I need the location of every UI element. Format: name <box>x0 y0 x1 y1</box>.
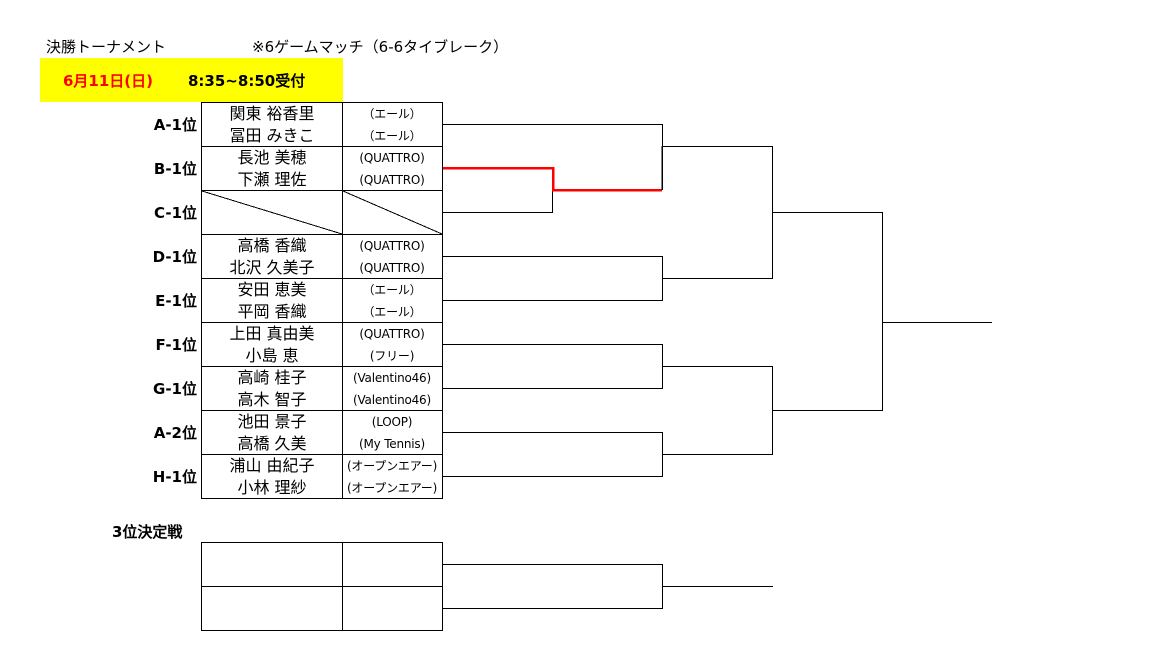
player-name: 下瀬 理佐 <box>237 170 307 189</box>
club-name: (オープンエアー) <box>346 481 438 495</box>
player-name: 小島 恵 <box>245 346 299 365</box>
empty-slot-diagonal <box>201 190 343 235</box>
club-name: (QUATTRO) <box>359 261 425 275</box>
player-name: 上田 真由美 <box>229 324 315 343</box>
club-name: (Valentino46) <box>353 371 431 385</box>
club-name: (QUATTRO) <box>359 239 425 253</box>
club-name: (Valentino46) <box>353 393 431 407</box>
player-name: 安田 恵美 <box>237 280 307 299</box>
date-highlight <box>40 58 343 102</box>
third-place-bracket-line <box>443 564 663 609</box>
club-name: (フリー) <box>369 349 415 363</box>
bracket-line-r1 <box>443 256 663 301</box>
club-name: (オープンエアー) <box>346 459 438 473</box>
club-name: (QUATTRO) <box>359 173 425 187</box>
player-name: 長池 美穂 <box>237 148 307 167</box>
player-name: 高木 智子 <box>237 390 307 409</box>
bracket-line-r2 <box>662 366 773 455</box>
player-name: 浦山 由紀子 <box>229 456 315 475</box>
seed-label: A-2位 <box>153 424 197 442</box>
empty-slot-diagonal <box>342 190 443 235</box>
event-date: 6月11日(日) <box>63 72 154 90</box>
club-name: （エール） <box>362 283 422 297</box>
seed-label: H-1位 <box>152 468 197 486</box>
seed-label: F-1位 <box>155 336 197 354</box>
match-rule: ※6ゲームマッチ（6-6タイブレーク） <box>252 38 509 56</box>
seed-label: G-1位 <box>153 380 197 398</box>
bracket-line-r2 <box>662 146 773 279</box>
third-place-label: 3位決定戦 <box>112 523 183 541</box>
club-name: (My Tennis) <box>359 437 425 451</box>
player-name: 冨田 みきこ <box>229 126 315 145</box>
bracket-line-r1 <box>443 190 553 213</box>
player-name: 池田 景子 <box>237 412 307 431</box>
player-name: 小林 理紗 <box>237 478 307 497</box>
player-name: 平岡 香織 <box>237 302 307 321</box>
player-name: 関東 裕香里 <box>229 104 315 123</box>
player-name: 北沢 久美子 <box>229 258 315 277</box>
club-name: （エール） <box>362 107 422 121</box>
player-name: 高崎 桂子 <box>237 368 307 387</box>
player-name: 高橋 香織 <box>237 236 307 255</box>
tournament-title: 決勝トーナメント <box>46 38 167 56</box>
bracket-line-r1 <box>443 344 663 389</box>
club-name: (QUATTRO) <box>359 327 425 341</box>
seed-label: E-1位 <box>155 292 197 310</box>
club-name: （エール） <box>362 305 422 319</box>
seed-label: B-1位 <box>153 160 197 178</box>
seed-label: A-1位 <box>153 116 197 134</box>
bracket-line-sf <box>772 212 883 411</box>
winner-highlight-line <box>443 166 662 192</box>
seed-label: D-1位 <box>152 248 197 266</box>
reception-time: 8:35~8:50受付 <box>188 72 306 90</box>
club-name: (QUATTRO) <box>359 151 425 165</box>
entry-table-border <box>201 102 443 499</box>
club-name: (LOOP) <box>371 415 413 429</box>
player-name: 高橋 久美 <box>237 434 307 453</box>
bracket-line-r1 <box>443 432 663 477</box>
club-name: （エール） <box>362 129 422 143</box>
seed-label: C-1位 <box>153 204 197 222</box>
